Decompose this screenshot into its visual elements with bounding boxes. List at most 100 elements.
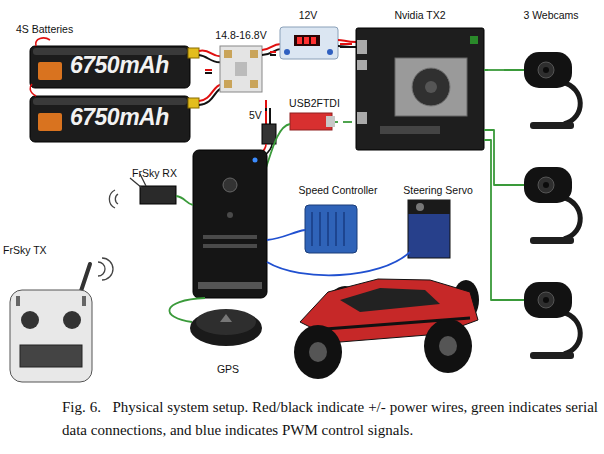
component-label: FrSky RX bbox=[131, 166, 178, 180]
voltage-regulator-part bbox=[297, 37, 302, 44]
bec-box: 5V bbox=[248, 108, 282, 148]
battery-pack-part bbox=[199, 84, 222, 101]
flight-controller-part bbox=[223, 178, 237, 192]
wire-line bbox=[340, 46, 352, 48]
radio-receiver-part bbox=[109, 190, 115, 208]
wire-line bbox=[205, 72, 212, 74]
speed-controller-part bbox=[312, 212, 344, 246]
wire-line bbox=[488, 69, 504, 71]
bec-module-part bbox=[262, 124, 276, 144]
component-label: 3 Webcams bbox=[522, 8, 579, 22]
power-wire bbox=[270, 52, 276, 55]
component-label: GPS bbox=[216, 362, 240, 376]
power-board bbox=[220, 46, 262, 92]
transmitter-box: FrSky TX bbox=[2, 243, 102, 388]
serial-wire bbox=[343, 122, 352, 123]
rc-car-part bbox=[309, 342, 327, 362]
computer-board bbox=[356, 28, 484, 150]
voltage-regulator-part bbox=[284, 49, 290, 55]
battery-pack-part bbox=[188, 48, 199, 58]
voltage-regulator-part bbox=[280, 27, 338, 59]
rc-car-part bbox=[267, 252, 410, 275]
wire-line bbox=[488, 140, 504, 300]
battery-pack-part bbox=[188, 98, 199, 108]
wire-line bbox=[270, 54, 276, 56]
usb-serial-adapter bbox=[266, 113, 338, 168]
usb-serial-adapter-part bbox=[335, 121, 338, 123]
rc-car bbox=[267, 252, 479, 379]
battery-pack bbox=[30, 38, 222, 142]
power-board-part bbox=[220, 46, 262, 92]
power-board-part bbox=[224, 50, 232, 58]
power-wire bbox=[340, 44, 352, 47]
usb-serial-adapter-part bbox=[266, 124, 290, 168]
radio-transmitter-part bbox=[63, 311, 81, 329]
wire-line bbox=[265, 100, 267, 108]
wire-line bbox=[340, 43, 352, 45]
component-label: Speed Controller bbox=[298, 183, 379, 197]
power-board-part bbox=[224, 80, 232, 88]
radio-transmitter-part bbox=[102, 258, 113, 280]
battery-pack-part bbox=[30, 46, 190, 88]
component-label: 4S Batteries bbox=[15, 22, 74, 36]
gps-unit-part bbox=[196, 309, 256, 335]
steering-servo bbox=[408, 200, 450, 258]
radio-transmitter-part bbox=[80, 264, 90, 294]
computer-board-part bbox=[470, 36, 478, 44]
rc-car-part bbox=[424, 319, 472, 373]
flight-controller-part bbox=[253, 158, 258, 163]
battery-capacity: 6750mAh bbox=[70, 52, 169, 79]
power-board-part bbox=[250, 50, 258, 58]
steering-servo-part bbox=[408, 200, 450, 258]
battery-pack-part bbox=[36, 38, 50, 46]
rc-car-part bbox=[340, 288, 440, 312]
regulator-box: 12V bbox=[276, 8, 340, 64]
webcam-group-part bbox=[484, 69, 524, 71]
steering-servo-part bbox=[408, 200, 450, 214]
servo-box: Steering Servo bbox=[392, 183, 484, 267]
radio-transmitter bbox=[10, 258, 113, 382]
webcam-group-part bbox=[484, 130, 524, 185]
voltage-regulator-part bbox=[311, 37, 316, 44]
speed-controller-part bbox=[305, 205, 357, 253]
battery-capacity: 6750mAh bbox=[70, 104, 169, 131]
power-wire bbox=[266, 100, 267, 111]
radio-transmitter-part bbox=[82, 296, 86, 306]
power-board-box: 14.8-16.8V bbox=[212, 28, 270, 100]
battery-pack-part bbox=[199, 88, 222, 105]
steering-servo-part bbox=[416, 203, 424, 211]
battery-pack-part bbox=[199, 55, 222, 62]
speed-controller bbox=[267, 205, 357, 253]
computer-board-part bbox=[357, 112, 367, 124]
flight-controller-part bbox=[203, 244, 257, 248]
gps-box: GPS bbox=[182, 300, 274, 376]
usb-serial-adapter-part bbox=[290, 113, 332, 130]
component-label: 12V bbox=[298, 8, 319, 22]
power-board-part bbox=[235, 62, 247, 76]
usb-serial-adapter-part bbox=[326, 116, 335, 127]
battery-pack-part bbox=[33, 98, 187, 105]
battery-box: 4S Batteries bbox=[15, 22, 205, 150]
component-label: 5V bbox=[248, 108, 263, 122]
radio-receiver-part bbox=[115, 194, 118, 204]
webcam-group-part bbox=[524, 167, 580, 244]
radio-receiver bbox=[109, 174, 193, 208]
computer-board-part bbox=[380, 126, 440, 134]
computer-box: Nvidia TX2 bbox=[352, 8, 488, 153]
figure-caption: Fig. 6. Physical system setup. Red/black… bbox=[62, 396, 598, 442]
serial-wire bbox=[488, 70, 504, 71]
component-label: Steering Servo bbox=[402, 183, 473, 197]
flight-controller bbox=[193, 150, 267, 298]
component-label: Nvidia TX2 bbox=[393, 8, 446, 22]
battery-pack-part bbox=[38, 113, 62, 131]
rc-car-part bbox=[439, 336, 457, 356]
radio-transmitter-part bbox=[10, 290, 92, 382]
voltage-regulator bbox=[262, 27, 356, 59]
voltage-regulator-part bbox=[338, 46, 356, 47]
voltage-regulator-part bbox=[304, 37, 309, 44]
radio-receiver-part bbox=[130, 178, 142, 188]
radio-receiver-part bbox=[140, 186, 176, 204]
flight-controller-part bbox=[193, 150, 267, 298]
gps-unit-part bbox=[190, 310, 262, 346]
